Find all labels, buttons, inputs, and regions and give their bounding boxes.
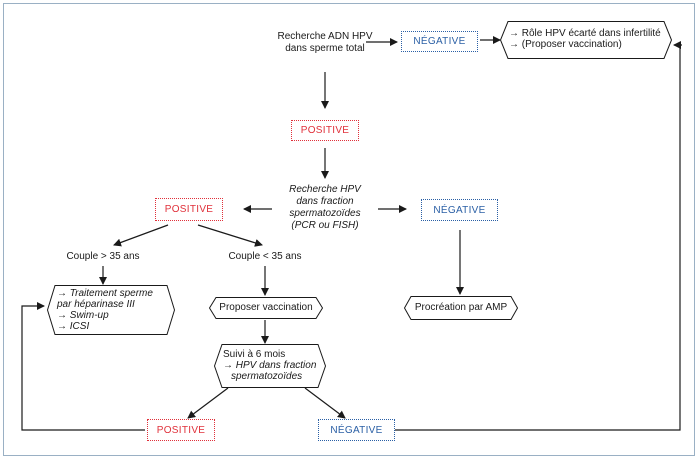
treatment-box-shape	[46, 285, 176, 335]
amp-box-shape	[403, 296, 519, 320]
negative-badge-top: NÉGATIVE	[401, 31, 478, 52]
vaccination-label: Proposer vaccination	[219, 302, 313, 313]
fraction-node: Recherche HPV dans fraction spermatozoïd…	[270, 184, 380, 232]
fraction-line-2: dans fraction	[296, 196, 354, 207]
followup-box-shape	[213, 344, 327, 388]
treatment-box: → Traitement sperme par héparinase III →…	[46, 285, 176, 335]
treatment-line-4: → ICSI	[57, 321, 90, 332]
treatment-line-3: → Swim-up	[57, 310, 109, 321]
role-box: → Rôle HPV écarté dans infertilité → (Pr…	[499, 21, 673, 59]
start-node: Recherche ADN HPV dans sperme total	[270, 31, 380, 55]
followup-line-3: spermatozoïdes	[231, 371, 303, 382]
arrow-pos3-back-to-treat	[21, 302, 145, 431]
vaccination-box-shape	[208, 297, 324, 319]
figure-frame	[3, 3, 695, 456]
couple-over-35: Couple > 35 ans	[66, 251, 140, 262]
positive-badge-1: POSITIVE	[291, 120, 359, 141]
start-line-1: Recherche ADN HPV	[277, 31, 373, 42]
arrow-suivi-to-neg3	[304, 387, 346, 419]
role-line-1: → Rôle HPV écarté dans infertilité	[509, 28, 661, 39]
fraction-line-1: Recherche HPV	[289, 184, 361, 195]
role-line-2: → (Proposer vaccination)	[509, 39, 622, 50]
treatment-line-2: par héparinase III	[57, 299, 135, 310]
arrow-neg3-to-role	[395, 44, 681, 431]
arrow-pos2-to-couple-gt	[113, 224, 169, 247]
arrow-suivi-to-pos3	[187, 387, 229, 419]
role-box-shape	[499, 21, 673, 59]
fraction-line-3: spermatozoïdes	[289, 208, 361, 219]
start-line-2: dans sperme total	[285, 43, 365, 54]
vaccination-box: Proposer vaccination	[208, 297, 324, 319]
positive-badge-3: POSITIVE	[147, 419, 215, 441]
fraction-line-4: (PCR ou FISH)	[291, 220, 359, 231]
amp-box: Procréation par AMP	[403, 296, 519, 320]
followup-line-2: → HPV dans fraction	[223, 360, 317, 371]
couple-under-35: Couple < 35 ans	[228, 251, 302, 262]
followup-box: Suivi à 6 mois → HPV dans fraction sperm…	[213, 344, 327, 388]
arrow-pos2-to-couple-lt	[197, 224, 263, 247]
treatment-line-1: → Traitement sperme	[57, 288, 153, 299]
amp-label: Procréation par AMP	[414, 302, 508, 313]
positive-badge-2: POSITIVE	[155, 198, 223, 221]
negative-badge-2: NÉGATIVE	[421, 199, 498, 221]
negative-badge-3: NÉGATIVE	[318, 419, 395, 441]
followup-line-1: Suivi à 6 mois	[223, 349, 286, 360]
